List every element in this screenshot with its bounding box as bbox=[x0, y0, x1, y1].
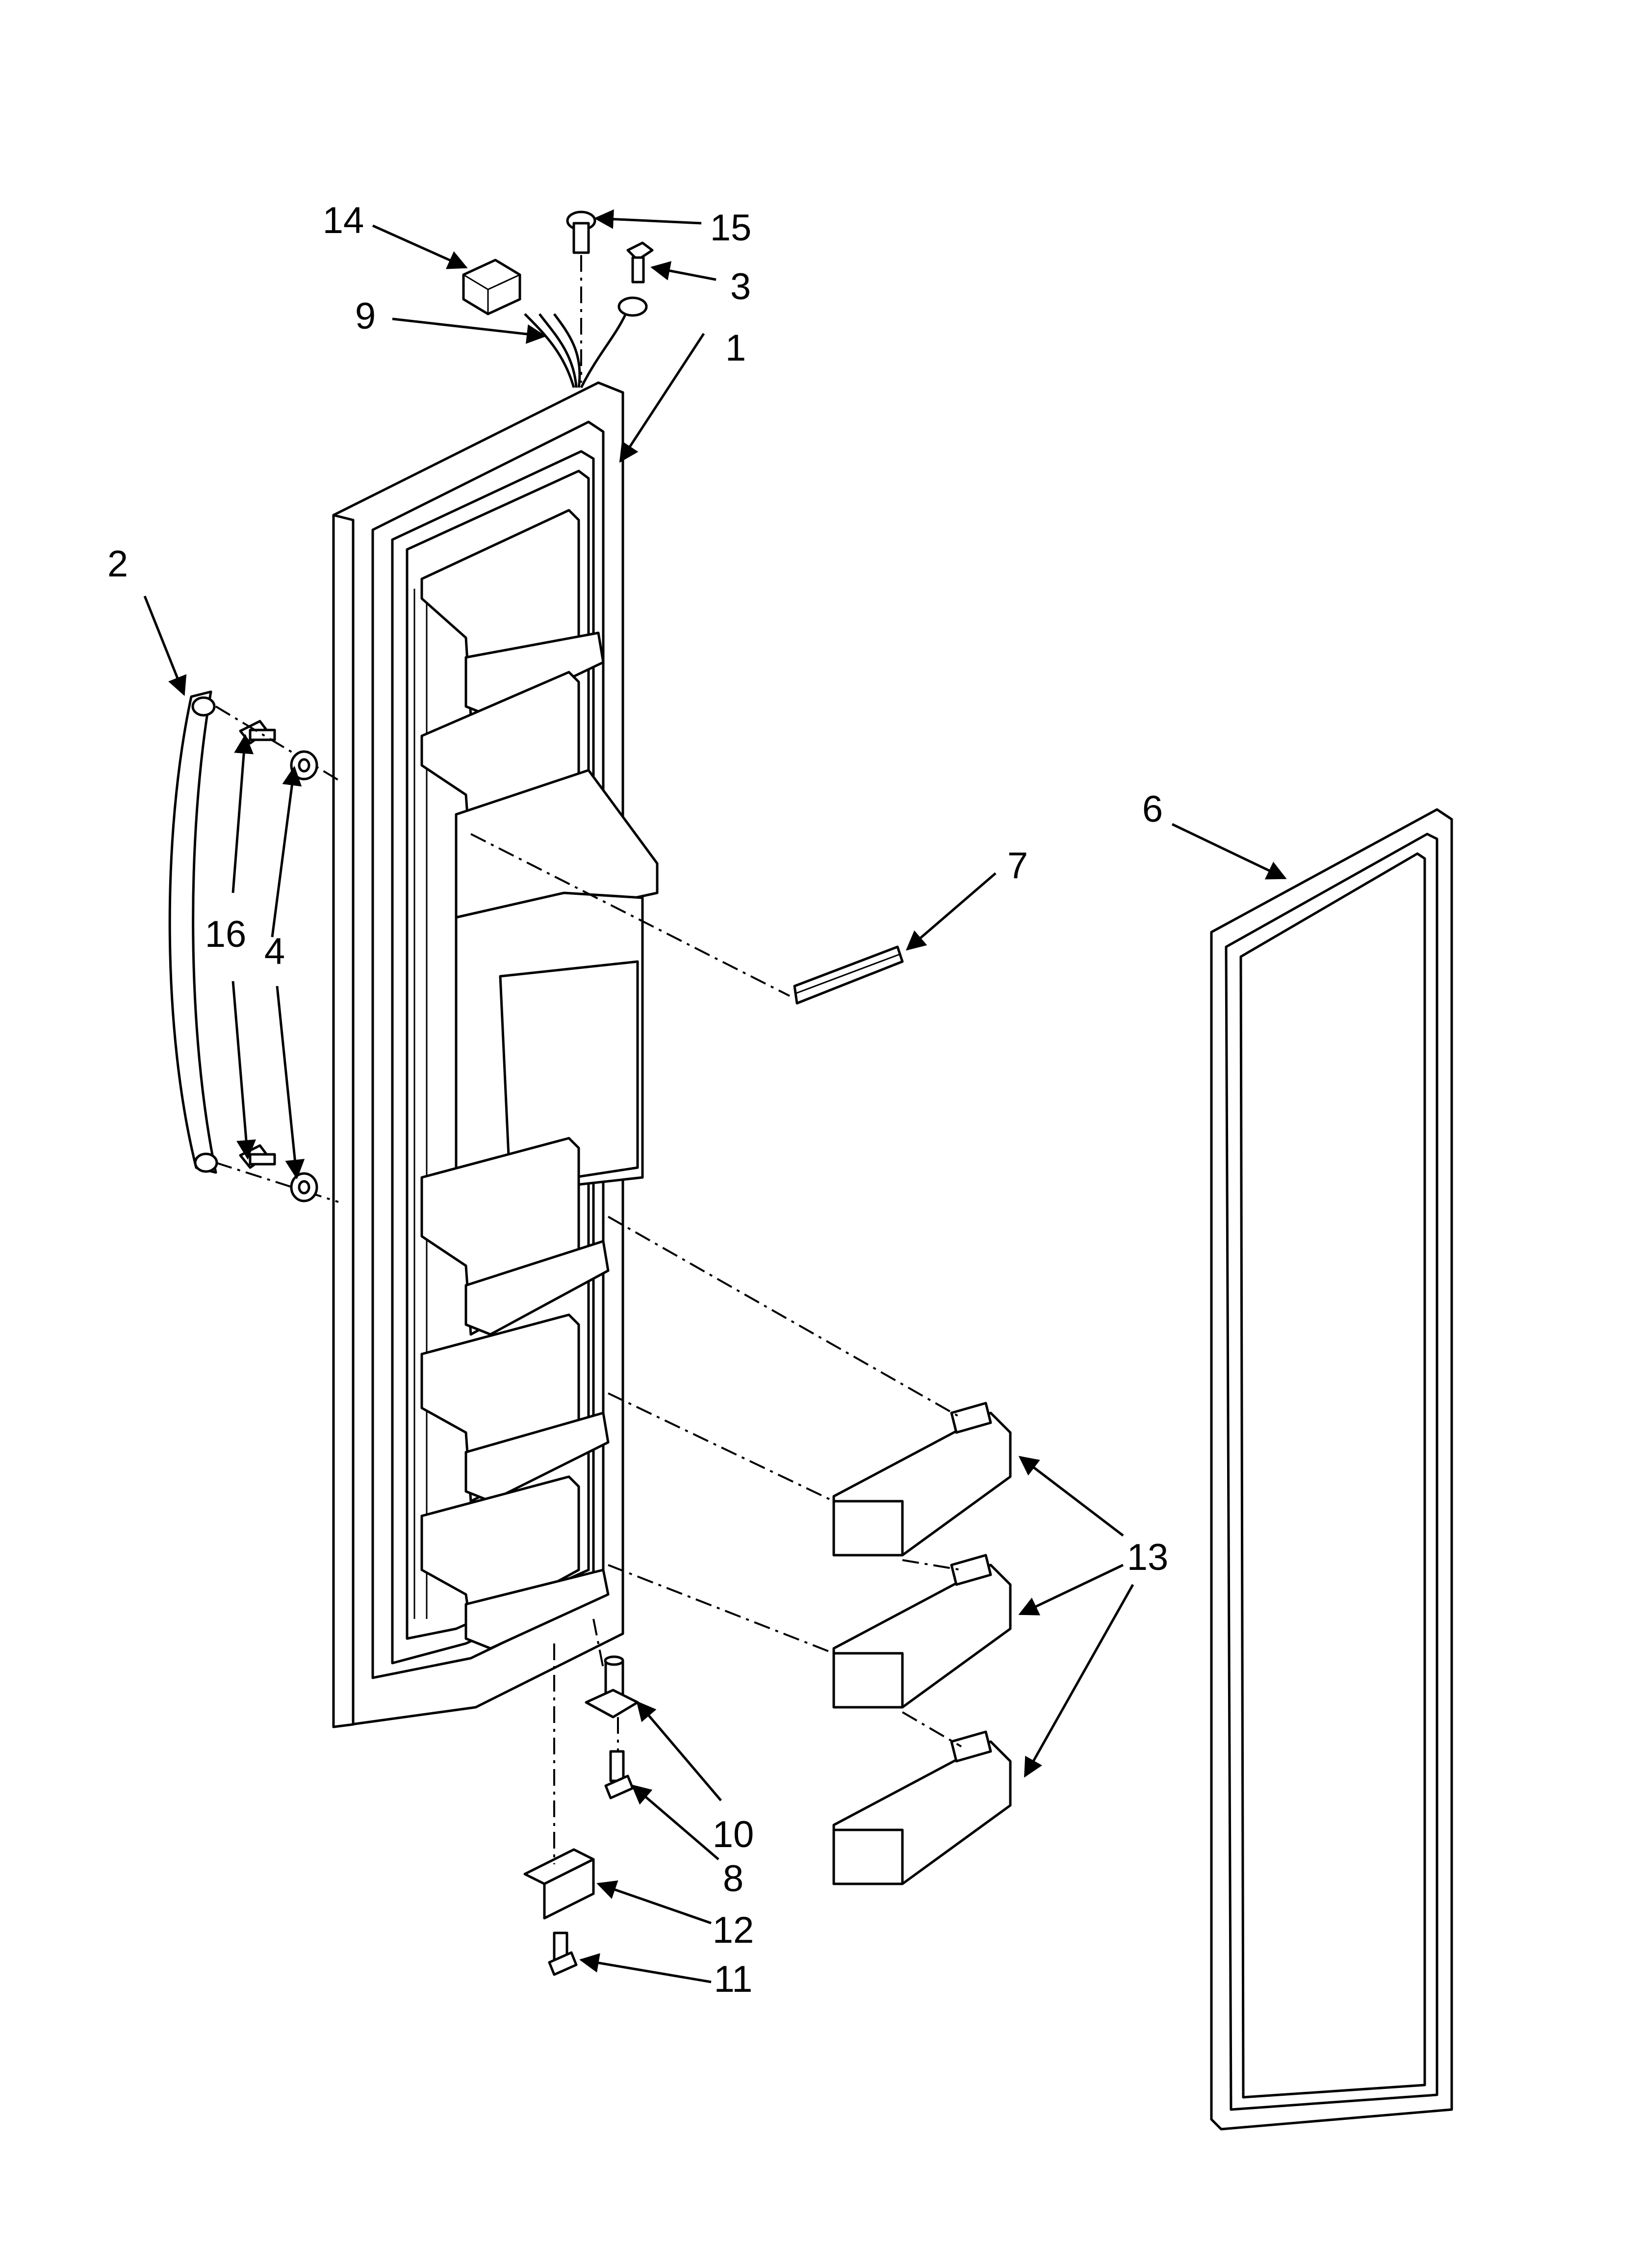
wire-connector bbox=[462, 259, 521, 315]
callout-9: 9 bbox=[355, 295, 376, 337]
callout-8: 8 bbox=[723, 1858, 744, 1900]
trim-strip bbox=[470, 833, 904, 1005]
door-handle bbox=[168, 690, 218, 1174]
door-bin-1 bbox=[832, 1402, 1012, 1557]
hinge-bracket bbox=[523, 1848, 595, 1920]
door-bin-3 bbox=[832, 1730, 1012, 1885]
callout-11: 11 bbox=[714, 1958, 753, 2000]
callout-13: 13 bbox=[1127, 1537, 1169, 1578]
callout-7: 7 bbox=[1007, 845, 1028, 886]
hinge-screw-11 bbox=[548, 1931, 578, 1976]
hinge-pin bbox=[585, 1655, 639, 1719]
leader-arrows bbox=[143, 209, 1287, 1983]
hinge-screw-8 bbox=[604, 1750, 634, 1799]
door-gasket bbox=[1210, 808, 1453, 2131]
callout-16: 16 bbox=[205, 913, 247, 955]
screw-15 bbox=[566, 210, 596, 383]
bin-leaders bbox=[608, 1216, 962, 1747]
callout-3: 3 bbox=[730, 266, 751, 308]
callout-15: 15 bbox=[710, 207, 752, 249]
handle-spacers bbox=[290, 750, 318, 1202]
callout-labels: 14 15 3 9 1 2 6 7 16 4 13 10 8 12 11 bbox=[107, 200, 1168, 2000]
callout-4: 4 bbox=[264, 931, 285, 972]
callout-6: 6 bbox=[1142, 788, 1163, 830]
callout-12: 12 bbox=[713, 1909, 754, 1951]
handle-screws bbox=[215, 705, 339, 1203]
door-panel bbox=[332, 381, 659, 1728]
screw-3 bbox=[626, 241, 654, 284]
wire-harness bbox=[524, 296, 648, 389]
callout-14: 14 bbox=[323, 200, 364, 241]
door-bin-2 bbox=[832, 1554, 1012, 1709]
callout-10: 10 bbox=[713, 1814, 754, 1855]
liner-shelves bbox=[420, 509, 659, 1650]
callout-1: 1 bbox=[725, 327, 746, 369]
callout-2: 2 bbox=[107, 543, 128, 585]
